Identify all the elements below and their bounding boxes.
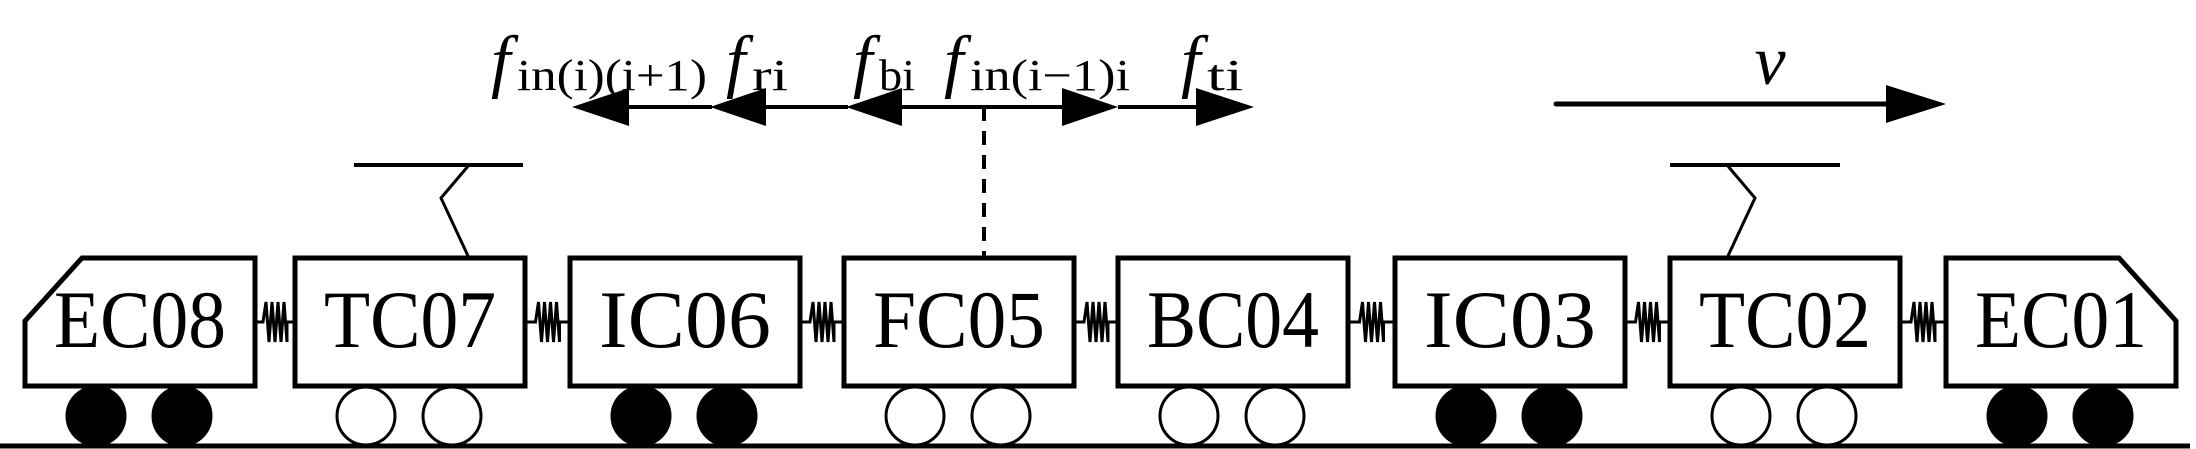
car-body xyxy=(1667,255,1903,389)
cars: EC08 TC07 IC06 FC05 BC04 IC03 TC02 EC01 xyxy=(22,163,2179,447)
car-label: TC02 xyxy=(1699,274,1871,365)
coupler-spring-icon xyxy=(255,301,295,343)
car-label: EC01 xyxy=(1975,274,2147,365)
force-arrowhead-icon xyxy=(572,88,629,126)
car-fc05: FC05 xyxy=(841,255,1077,447)
force-subscript: ri xyxy=(752,51,788,100)
driven-wheel-icon xyxy=(1435,385,1497,447)
coupler-spring-icon xyxy=(1625,301,1670,343)
car-body xyxy=(1392,255,1628,389)
car-label: FC05 xyxy=(873,274,1045,365)
car-body xyxy=(841,255,1077,389)
trailer-wheel-icon xyxy=(970,385,1032,447)
driven-wheel-icon xyxy=(610,385,672,447)
car-body xyxy=(292,255,528,389)
coupler-spring-icon xyxy=(1074,301,1118,343)
driven-wheel-icon xyxy=(1986,385,2048,447)
velocity-label: v xyxy=(1754,23,1786,100)
car-ec08: EC08 xyxy=(22,255,258,447)
pantograph-icon xyxy=(354,163,523,259)
car-tc02: TC02 xyxy=(1667,163,1903,447)
car-label: BC04 xyxy=(1147,274,1319,365)
pantograph-icon xyxy=(1670,163,1840,259)
coupler-spring-icon xyxy=(800,301,844,343)
driven-wheel-icon xyxy=(2072,385,2134,447)
force-subscript: in(i−1)i xyxy=(970,51,1130,100)
force-symbol: f xyxy=(491,23,519,100)
driven-wheel-icon xyxy=(65,385,127,447)
driven-wheel-icon xyxy=(696,385,758,447)
car-bc04: BC04 xyxy=(1115,255,1351,447)
force-symbol: f xyxy=(944,23,972,100)
pantograph-arm xyxy=(439,164,471,259)
car-body xyxy=(22,255,258,389)
car-body xyxy=(1943,255,2179,389)
car-label: IC03 xyxy=(1424,274,1596,365)
trailer-wheel-icon xyxy=(1244,385,1306,447)
trailer-wheel-icon xyxy=(1710,385,1772,447)
trailer-wheel-icon xyxy=(421,385,483,447)
force-arrowhead-icon xyxy=(846,88,902,126)
car-label: TC07 xyxy=(324,274,496,365)
driven-wheel-icon xyxy=(1521,385,1583,447)
force-subscript: ti xyxy=(1207,51,1243,100)
trailer-wheel-icon xyxy=(1796,385,1858,447)
velocity-indicator: v xyxy=(1553,23,1946,123)
trailer-wheel-icon xyxy=(884,385,946,447)
car-label: IC06 xyxy=(599,274,771,365)
force-arrowhead-icon xyxy=(710,88,766,126)
trailer-wheel-icon xyxy=(1158,385,1220,447)
force-subscript: in(i)(i+1) xyxy=(517,51,707,100)
car-ec01: EC01 xyxy=(1943,255,2179,447)
force-subscript: bi xyxy=(879,51,915,100)
car-label: EC08 xyxy=(54,274,226,365)
pantograph-arm xyxy=(1725,164,1757,259)
velocity-arrowhead-icon xyxy=(1886,85,1946,123)
force-symbol: f xyxy=(726,23,754,100)
car-body xyxy=(567,255,803,389)
force-arrowhead-icon xyxy=(1062,88,1118,126)
car-ic06: IC06 xyxy=(567,255,803,447)
force-arrowhead-icon xyxy=(1196,88,1254,126)
trailer-wheel-icon xyxy=(335,385,397,447)
car-tc07: TC07 xyxy=(292,163,528,447)
car-body xyxy=(1115,255,1351,389)
coupler-spring-icon xyxy=(525,301,570,343)
force-symbol: f xyxy=(1181,23,1209,100)
driven-wheel-icon xyxy=(151,385,213,447)
force-symbol: f xyxy=(853,23,881,100)
coupler-spring-icon xyxy=(1348,301,1395,343)
coupler-spring-icon xyxy=(1900,301,1946,343)
car-ic03: IC03 xyxy=(1392,255,1628,447)
